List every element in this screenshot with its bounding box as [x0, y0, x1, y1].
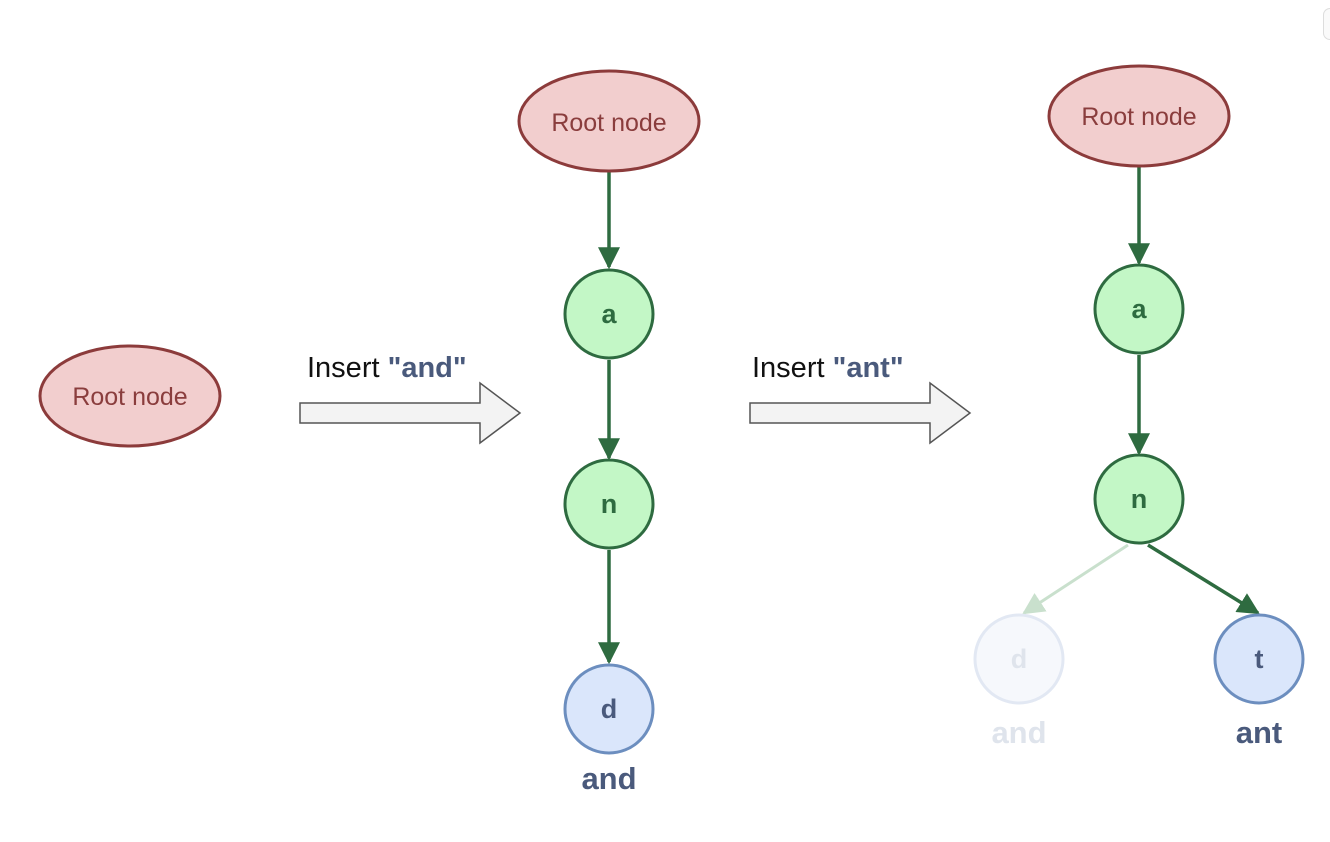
stage3-root-node: [1047, 64, 1231, 168]
scroll-tab-handle[interactable]: [1323, 8, 1330, 40]
transition-insert-and: Insert "and": [299, 352, 522, 445]
stage2-word-and: and: [581, 761, 636, 796]
stage3-node-d-faded-label: d: [1011, 644, 1028, 674]
stage1-root-label: Root node: [72, 383, 187, 411]
stage2-node-a-label: a: [601, 299, 617, 329]
insert-and-quoted: "and": [388, 352, 467, 384]
stage2-root-label: Root node: [551, 109, 666, 137]
stage-2-trie-and: Root node a n d and: [517, 69, 701, 796]
stage3-edge-n-t: [1147, 543, 1260, 615]
insert-and-arrow-icon: [299, 381, 522, 445]
stage2-node-a: [563, 268, 655, 360]
stage-3-trie-and-ant: Root node a n d and t ant: [973, 64, 1305, 750]
stage2-node-d-label: d: [601, 694, 618, 724]
insert-ant-prefix: Insert: [752, 352, 833, 384]
transition-insert-ant: Insert "ant": [749, 352, 972, 445]
stage1-root-node: [38, 344, 222, 448]
stage3-edge-n-d-faded: [1022, 543, 1129, 615]
stage3-root-label: Root node: [1081, 103, 1196, 131]
stage3-node-n: [1093, 453, 1185, 545]
stage3-node-a: [1093, 263, 1185, 355]
stage3-word-and-faded: and: [991, 715, 1046, 750]
stage-1-empty-trie: Root node: [38, 344, 222, 448]
stage3-node-t: [1213, 613, 1305, 705]
stage3-node-a-label: a: [1131, 294, 1147, 324]
stage3-node-n-label: n: [1131, 484, 1148, 514]
insert-ant-label: Insert "ant": [752, 352, 904, 384]
stage2-root-node: [517, 69, 701, 173]
stage3-word-ant: ant: [1236, 715, 1283, 750]
insert-ant-quoted: "ant": [833, 352, 904, 384]
insert-and-prefix: Insert: [307, 352, 388, 384]
insert-ant-arrow-icon: [749, 381, 972, 445]
insert-and-label: Insert "and": [307, 352, 467, 384]
stage2-node-d: [563, 663, 655, 755]
stage3-node-t-label: t: [1255, 644, 1264, 674]
stage2-node-n-label: n: [601, 489, 618, 519]
stage2-node-n: [563, 458, 655, 550]
stage3-node-d-faded: [973, 613, 1065, 705]
